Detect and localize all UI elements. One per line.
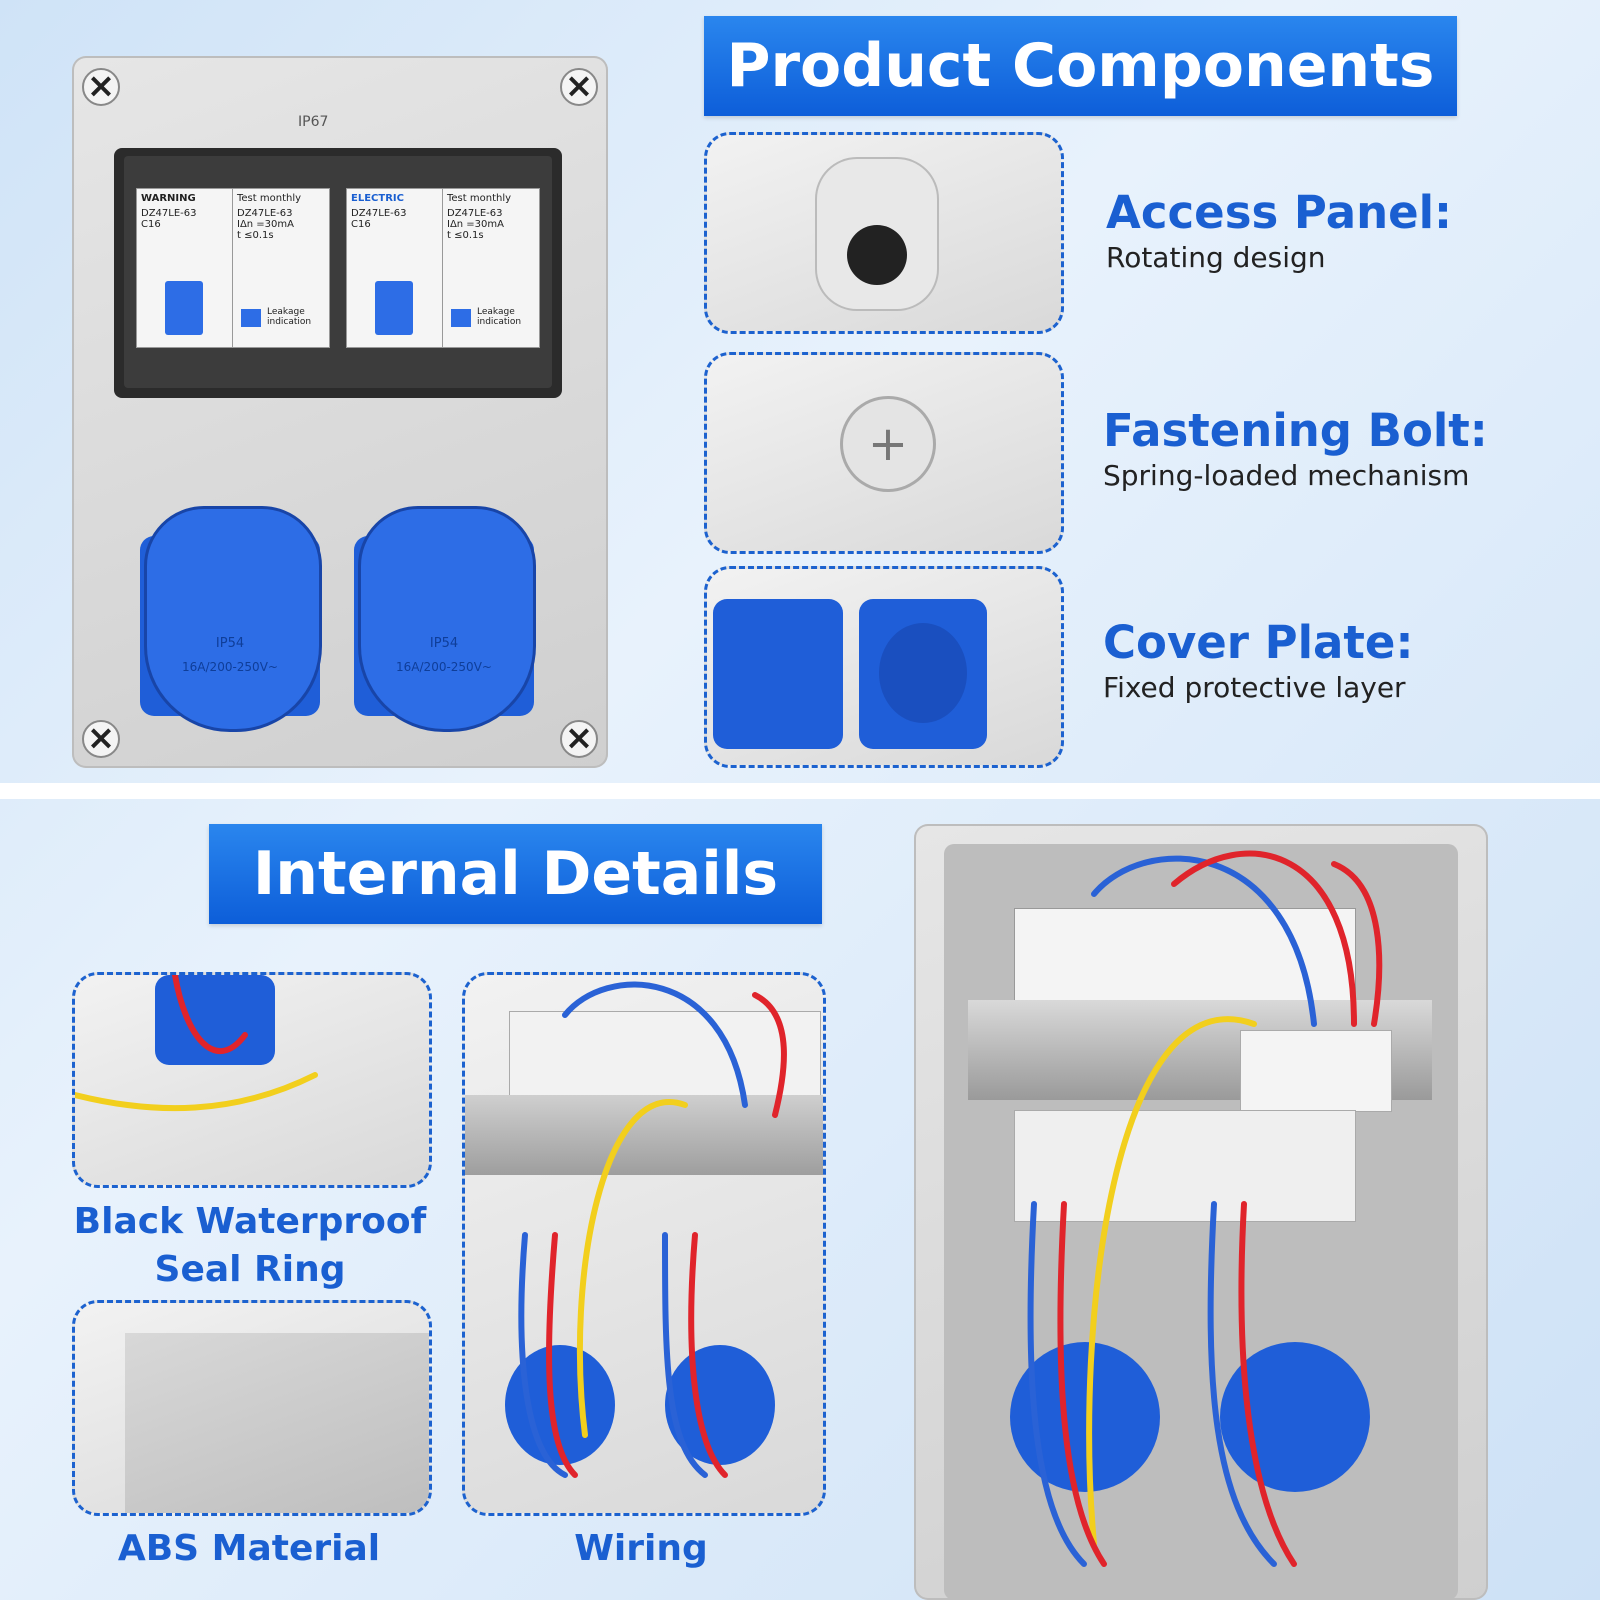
feature-cover-plate: Cover Plate: Fixed protective layer	[1103, 616, 1413, 704]
test-label: Test monthly	[447, 193, 512, 204]
rcd-time: t ≤0.1s	[237, 230, 274, 241]
corner-screw-icon: ×	[82, 68, 120, 106]
caption-line: Seal Ring	[154, 1249, 346, 1290]
feature-subtitle: Fixed protective layer	[1103, 671, 1406, 704]
caption-wiring: Wiring	[574, 1528, 708, 1569]
wiring-overview	[1027, 850, 1383, 1567]
socket: IP54 16A/200-250V~	[140, 506, 322, 732]
rcd-model: DZ47LE-63	[237, 208, 293, 219]
detail-photo-wiring	[462, 972, 826, 1516]
corner-screw-icon: ×	[560, 720, 598, 758]
detail-photo-cover-plate	[704, 566, 1064, 768]
detail-photo-fastening-bolt: +	[704, 352, 1064, 554]
section-divider	[0, 783, 1600, 799]
test-button	[241, 309, 261, 327]
breaker-rating: C16	[141, 219, 161, 230]
corner-screw-icon: ×	[560, 68, 598, 106]
terminal-block	[1240, 1030, 1392, 1112]
wire-detail	[75, 975, 318, 1112]
breaker-toggle	[375, 281, 413, 335]
socket-rating: 16A/200-250V~	[396, 660, 492, 674]
feature-title: Cover Plate:	[1103, 616, 1414, 669]
corner-screw-icon: ×	[82, 720, 120, 758]
detail-photo-abs-material	[72, 1300, 432, 1516]
caption-abs-material: ABS Material	[117, 1528, 381, 1569]
socket-rating: 16A/200-250V~	[182, 660, 278, 674]
test-button	[451, 309, 471, 327]
feature-fastening-bolt: Fastening Bolt: Spring-loaded mechanism	[1103, 404, 1488, 492]
detail-photo-cable-gland	[704, 132, 1064, 334]
breaker-module: WARNING DZ47LE-63 C16	[136, 188, 234, 348]
rcd-current: IΔn =30mA	[447, 219, 504, 230]
breaker-model: DZ47LE-63	[351, 208, 407, 219]
breaker-window: WARNING DZ47LE-63 C16 Test monthly DZ47L…	[114, 148, 562, 398]
rcd-time: t ≤0.1s	[447, 230, 484, 241]
caption-line: Black Waterproof	[73, 1201, 427, 1242]
section-title: Product Components	[704, 16, 1457, 116]
breaker-row-lower	[1014, 1110, 1356, 1222]
feature-subtitle: Spring-loaded mechanism	[1103, 459, 1470, 492]
detail-photo-seal-ring	[72, 972, 432, 1188]
breaker-model: DZ47LE-63	[141, 208, 197, 219]
product-photo-front: × × × × WARNING DZ47LE-63 C16 Test month…	[72, 56, 608, 768]
breaker-module: ELECTRIC DZ47LE-63 C16	[346, 188, 444, 348]
socket-cover	[358, 506, 536, 732]
breaker-rating: C16	[351, 219, 371, 230]
wiring-diagram	[518, 981, 787, 1478]
warning-label: WARNING	[141, 193, 196, 204]
feature-title: Access Panel:	[1106, 186, 1453, 239]
feature-access-panel: Access Panel: Rotating design	[1106, 186, 1452, 274]
socket-cover	[144, 506, 322, 732]
leakage-label: Leakage indication	[267, 307, 312, 327]
leakage-label: Leakage indication	[477, 307, 522, 327]
ip-rating-label: IP67	[298, 114, 329, 130]
socket: IP54 16A/200-250V~	[354, 506, 536, 732]
socket-ip: IP54	[429, 636, 459, 651]
rcd-model: DZ47LE-63	[447, 208, 503, 219]
rcd-module: Test monthly DZ47LE-63 IΔn =30mA t ≤0.1s…	[442, 188, 540, 348]
rcd-module: Test monthly DZ47LE-63 IΔn =30mA t ≤0.1s…	[232, 188, 330, 348]
brand-label: ELECTRIC	[351, 193, 404, 204]
caption-seal-ring: Black Waterproof Seal Ring	[60, 1198, 440, 1294]
feature-title: Fastening Bolt:	[1103, 404, 1488, 457]
socket-ip: IP54	[215, 636, 245, 651]
section-title: Internal Details	[209, 824, 822, 924]
test-label: Test monthly	[237, 193, 302, 204]
rcd-current: IΔn =30mA	[237, 219, 294, 230]
feature-subtitle: Rotating design	[1106, 241, 1326, 274]
product-photo-internal	[914, 824, 1488, 1600]
breaker-toggle	[165, 281, 203, 335]
